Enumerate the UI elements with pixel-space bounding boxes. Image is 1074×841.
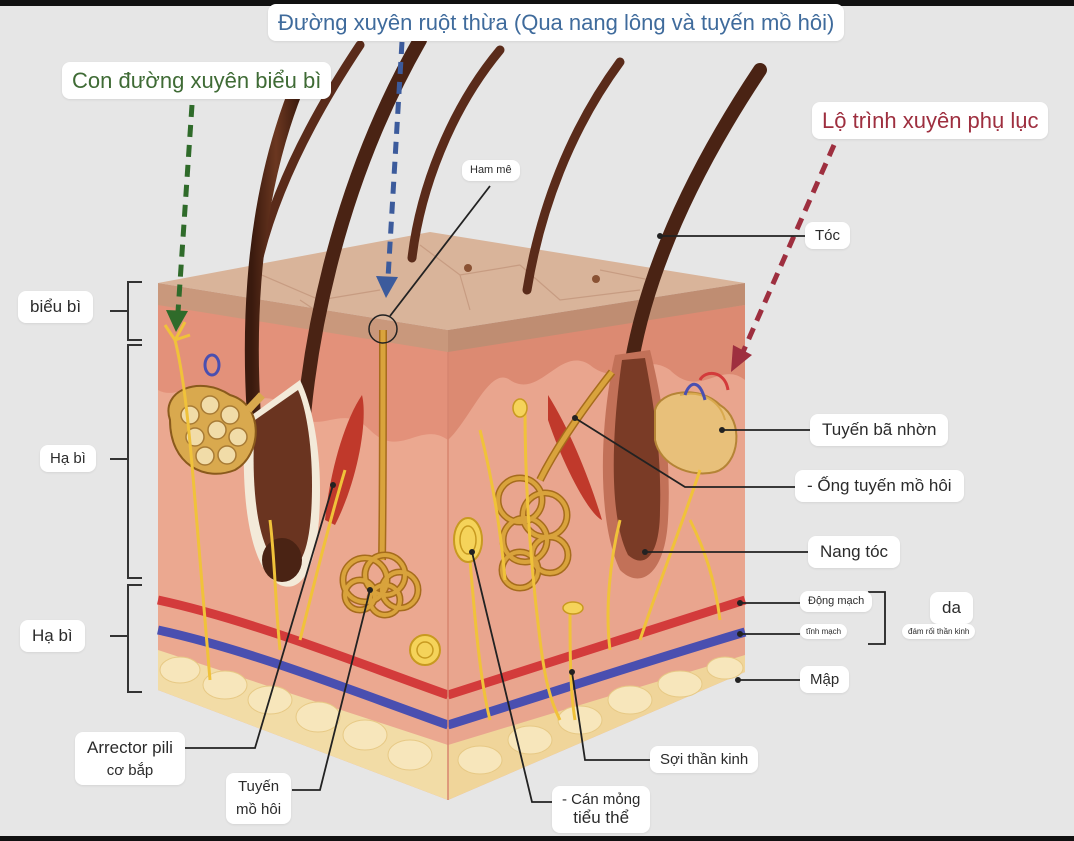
arrector-line-2: cơ bắp xyxy=(106,761,154,779)
nerve-plexus-label: đám rối thần kinh xyxy=(902,624,976,640)
top-border xyxy=(0,0,1074,6)
hypodermis-label: Hạ bì xyxy=(20,620,85,652)
leader-lines xyxy=(185,185,886,803)
bottom-border xyxy=(0,836,1074,841)
follicular-route-label: Lộ trình xuyên phụ lục xyxy=(812,102,1049,140)
pacinian-corpuscle-label: - Cán mỏng tiểu thể xyxy=(552,786,651,833)
pacinian-line-2: tiểu thể xyxy=(573,808,630,828)
sebaceous-gland-label: Tuyến bã nhờn xyxy=(810,414,949,446)
nerve-fiber-label: Sợi thần kinh xyxy=(650,746,759,774)
transepidermal-route-label: Con đường xuyên biểu bì xyxy=(62,62,332,100)
arrector-pili-muscles xyxy=(325,395,602,525)
pacinian-corpuscles xyxy=(203,353,730,666)
arrector-pili-label: Arrector pili cơ bắp xyxy=(75,732,185,785)
layer-brackets xyxy=(110,281,142,693)
arrector-line-1: Arrector pili xyxy=(87,738,173,757)
skin-label: da xyxy=(930,592,973,624)
pacinian-line-1: - Cán mỏng xyxy=(562,791,641,808)
transepidermal-arrow xyxy=(166,104,195,332)
nerves xyxy=(163,321,722,721)
sweat-duct-label: - Ống tuyến mồ hôi xyxy=(795,470,964,502)
sebaceous-gland-right xyxy=(654,391,738,475)
hair-label: Tóc xyxy=(805,222,851,250)
sweat-gland-line-1: Tuyến xyxy=(237,778,280,795)
artery-label: Động mạch xyxy=(800,591,873,612)
appendageal-arrow xyxy=(376,41,405,298)
pore-label: Ham mê xyxy=(462,160,520,181)
appendageal-route-label: Đường xuyên ruột thừa (Qua nang lông và … xyxy=(268,4,845,42)
hair-follicle-left xyxy=(243,380,320,587)
epidermis-label: biểu bì xyxy=(18,291,94,323)
vein-label: tĩnh mạch xyxy=(800,624,848,640)
sweat-gland-line-2: mồ hôi xyxy=(236,801,282,819)
sweat-glands xyxy=(339,329,616,619)
hair-follicle-label: Nang tóc xyxy=(808,536,901,568)
sweat-gland-label: Tuyến mồ hôi xyxy=(226,773,292,824)
follicular-arrow xyxy=(731,143,837,372)
fat-label: Mập xyxy=(800,666,850,694)
dermis-label: Hạ bì xyxy=(40,445,96,473)
pore-highlight-circle xyxy=(368,314,398,344)
leader-dots xyxy=(330,233,743,683)
